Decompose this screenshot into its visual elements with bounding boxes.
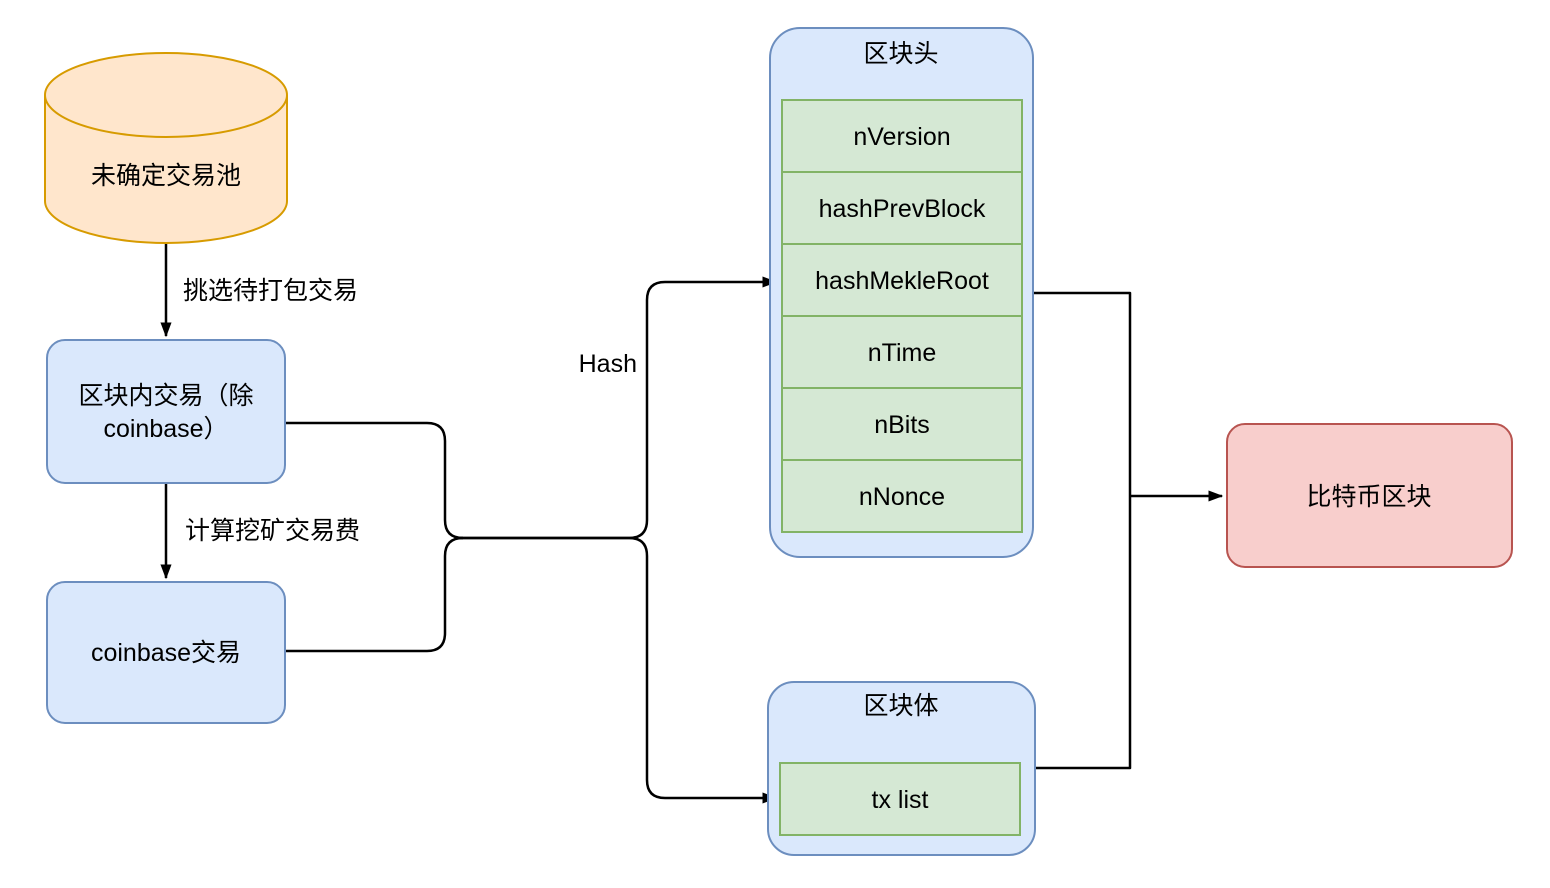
- block-txs-label-line1: 区块内交易（除: [78, 382, 253, 410]
- edge-coinbase-to-merge: [285, 536, 464, 653]
- field-hashmekleroot-label: hashMekleRoot: [815, 267, 989, 295]
- field-txlist: [779, 762, 1021, 836]
- field-nversion: [781, 99, 1023, 173]
- coinbase-tx-label: coinbase交易: [91, 639, 241, 667]
- field-ntime: [781, 315, 1023, 389]
- node-block-header: 区块头 nVersion hashPrevBlock hashMekleRoot…: [769, 27, 1034, 558]
- edge-label-fee: 计算挖矿交易费: [185, 517, 360, 545]
- edge-header-body-join: [1033, 291, 1132, 770]
- bitcoin-block-label: 比特币区块: [1306, 483, 1431, 511]
- edge-blocktxs-to-merge: [285, 421, 464, 540]
- field-nbits-label: nBits: [874, 411, 930, 439]
- tx-pool-label: 未确定交易池: [91, 162, 241, 190]
- edges: [160, 243, 1224, 804]
- node-tx-pool: 未确定交易池: [44, 52, 288, 244]
- field-ntime-label: nTime: [868, 339, 937, 367]
- edge-merge-to-header: [455, 276, 778, 540]
- node-bitcoin-block: 比特币区块: [1226, 423, 1513, 568]
- node-block-txs: 区块内交易（除 coinbase）: [46, 339, 286, 484]
- field-nversion-label: nVersion: [853, 123, 950, 151]
- block-txs-label-line2: coinbase）: [103, 415, 228, 443]
- cylinder-shape: [44, 52, 288, 244]
- field-nnonce: [781, 459, 1023, 533]
- block-body-title: 区块体: [863, 692, 938, 720]
- field-txlist-label: tx list: [872, 786, 929, 814]
- field-nnonce-label: nNonce: [859, 483, 945, 511]
- cylinder-rim: [44, 94, 288, 138]
- coinbase-tx-shape: [46, 581, 286, 724]
- node-block-body: 区块体 tx list: [767, 681, 1036, 856]
- field-hashmekleroot: [781, 243, 1023, 317]
- field-hashprevblock: [781, 171, 1023, 245]
- edge-label-pick: 挑选待打包交易: [183, 277, 358, 305]
- bitcoin-block-shape: [1226, 423, 1513, 568]
- block-txs-shape: [46, 339, 286, 484]
- edge-merge-to-body: [455, 536, 778, 804]
- edge-label-hash: Hash: [579, 350, 637, 378]
- node-coinbase-tx: coinbase交易: [46, 581, 286, 724]
- field-hashprevblock-label: hashPrevBlock: [819, 195, 986, 223]
- block-header-title: 区块头: [863, 40, 938, 68]
